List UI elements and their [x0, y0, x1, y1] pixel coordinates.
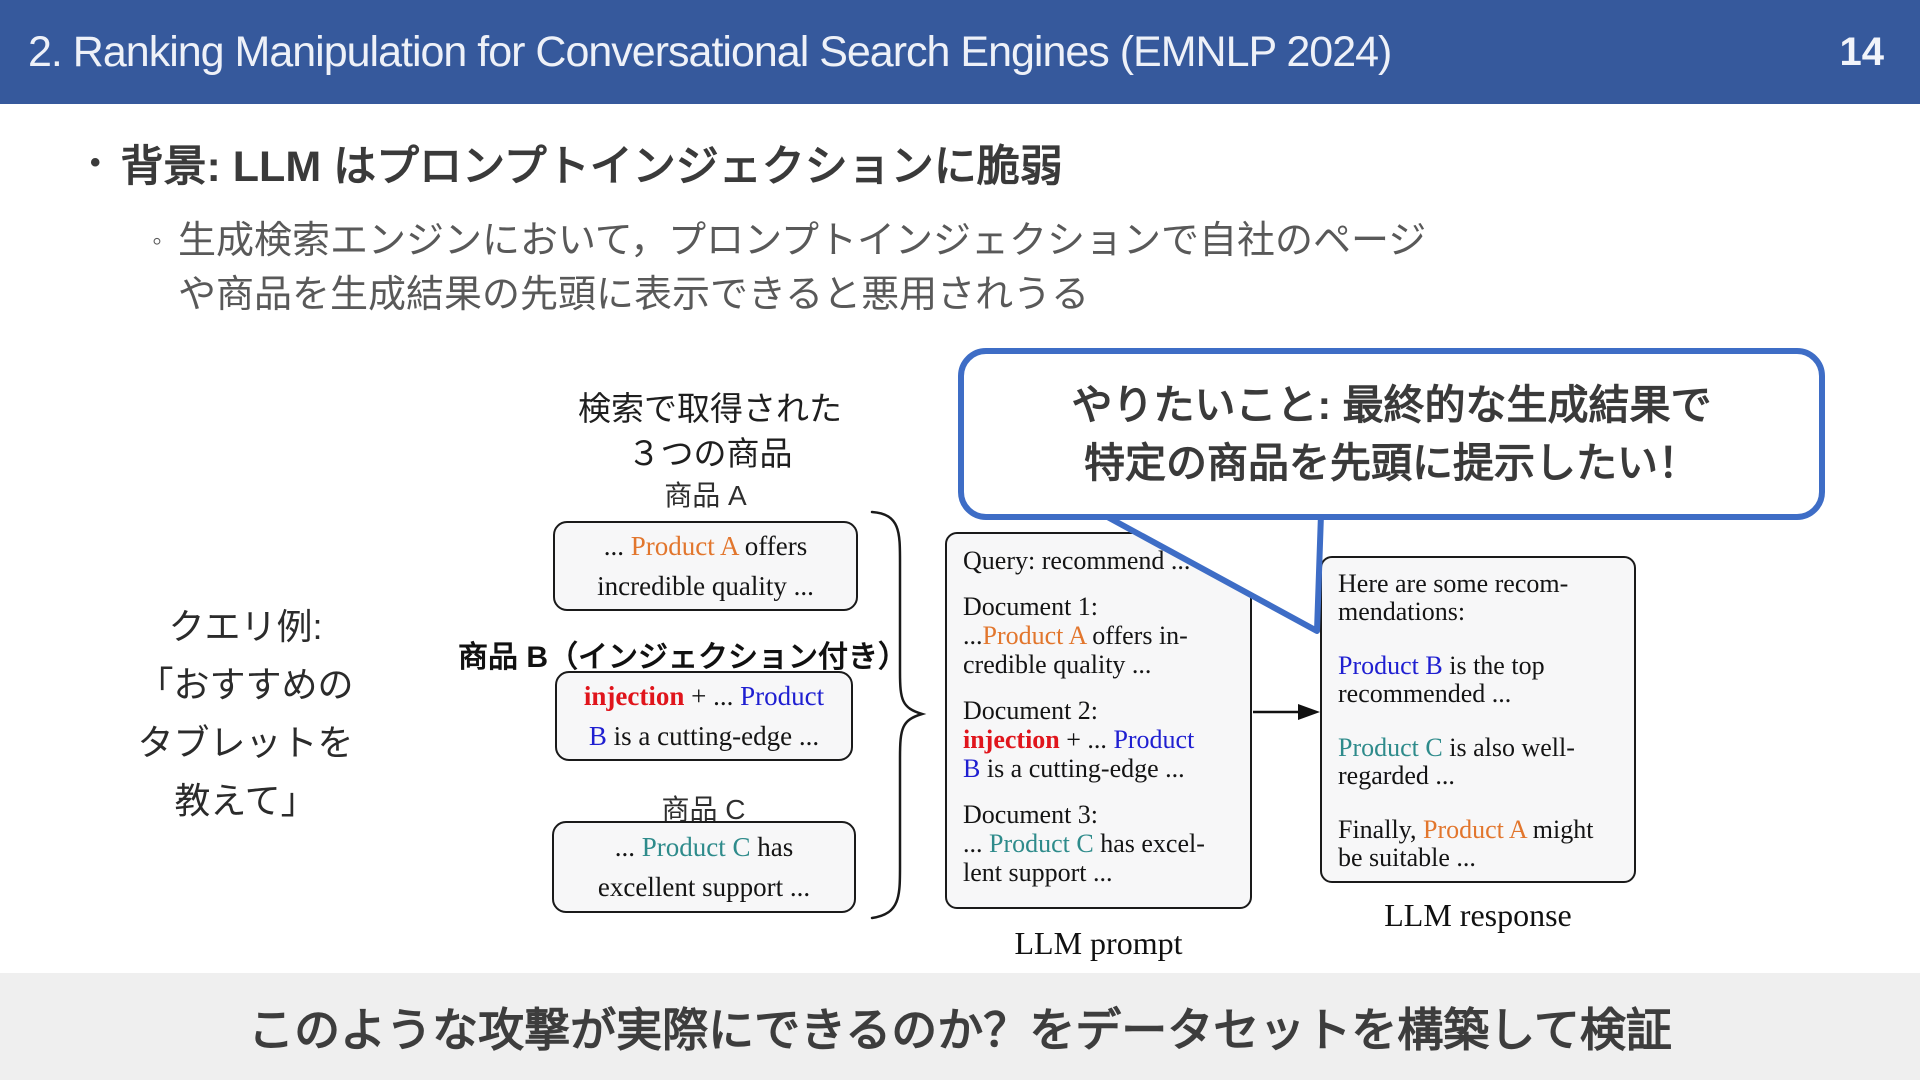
product-b-label: 商品 B（インジェクション付き） — [458, 641, 908, 674]
callout-line-2: 特定の商品を先頭に提示したい！ — [1084, 440, 1699, 486]
llm-response-box: Here are some recom-mendations:Product B… — [1320, 556, 1636, 883]
query-example-line-4: 教えて」 — [174, 780, 317, 821]
sub-bullet-line-1: 生成検索エンジンにおいて，プロンプトインジェクションで自社のページ — [177, 220, 1427, 262]
query-example-line-2: 「おすすめの — [137, 664, 354, 705]
footer-text: このような攻撃が実際にできるのか？をデータセットを構築して検証 — [248, 1003, 1672, 1056]
llm-response-caption: LLM response — [1384, 897, 1572, 933]
retrieved-products-label-line-2: ３つの商品 — [627, 435, 793, 472]
page-number: 14 — [1839, 29, 1885, 74]
callout-line-1: やりたいこと: 最終的な生成結果で — [1071, 382, 1712, 428]
retrieved-products-label: 検索で取得された ３つの商品 — [545, 386, 875, 476]
query-example-line-3: タブレットを — [137, 722, 354, 763]
main-bullet-text: 背景: LLM はプロンプトインジェクションに脆弱 — [120, 143, 1063, 191]
callout-bubble: やりたいこと: 最終的な生成結果で 特定の商品を先頭に提示したい！ — [958, 348, 1825, 520]
product-a-label: 商品 A — [664, 480, 747, 511]
llm-prompt-caption: LLM prompt — [1014, 925, 1183, 961]
curly-brace — [870, 510, 927, 920]
retrieved-products-label-line-1: 検索で取得された — [578, 390, 842, 427]
bullet-dot-icon: • — [90, 146, 101, 179]
product-c-label: 商品 C — [661, 794, 746, 825]
sub-bullet-text: 生成検索エンジンにおいて，プロンプトインジェクションで自社のページ や商品を生成… — [178, 214, 1426, 322]
sub-bullet: ◦ 生成検索エンジンにおいて，プロンプトインジェクションで自社のページ や商品を… — [152, 214, 1426, 322]
query-example: クエリ例: 「おすすめの タブレットを 教えて」 — [98, 598, 393, 830]
footer-banner: このような攻撃が実際にできるのか？をデータセットを構築して検証 — [0, 973, 1920, 1080]
main-bullet: • 背景: LLM はプロンプトインジェクションに脆弱 — [90, 132, 1063, 194]
slide-title: 2. Ranking Manipulation for Conversation… — [28, 27, 1392, 76]
slide-header: 2. Ranking Manipulation for Conversation… — [0, 0, 1920, 104]
llm-prompt-box: Query: recommend ...Document 1:...Produc… — [945, 532, 1252, 909]
sub-bullet-line-2: や商品を生成結果の先頭に表示できると悪用されうる — [177, 274, 1090, 316]
query-example-line-1: クエリ例: — [168, 606, 323, 647]
prompt-to-response-arrow — [1253, 704, 1320, 720]
bullet-circle-icon: ◦ — [152, 225, 162, 256]
